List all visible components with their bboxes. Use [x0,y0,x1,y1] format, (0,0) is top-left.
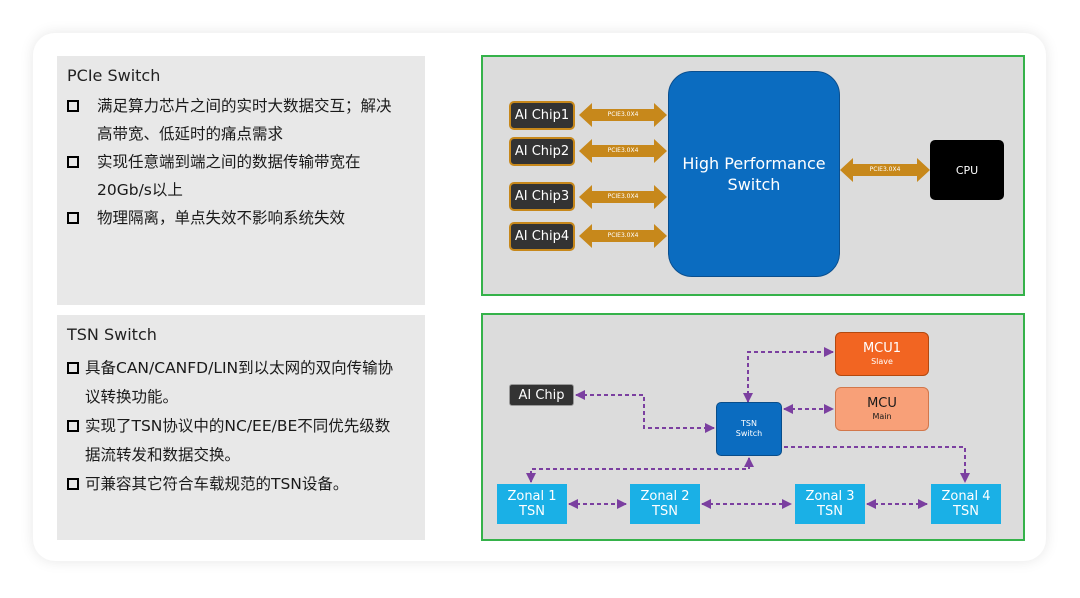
bullet-item: 实现任意端到端之间的数据传输带宽在 20Gb/s以上 [67,148,415,204]
zonal-4-tsn: Zonal 4 TSN [931,484,1001,524]
zonal-sublabel: TSN [817,504,843,519]
bullet-text: 可兼容其它符合车载规范的TSN设备。 [85,475,349,493]
bullet-text: 据流转发和数据交换。 [85,446,241,464]
ai-chip-3: AI Chip3 [509,182,575,211]
tsn-switch-panel: TSN Switch 具备CAN/CANFD/LIN到以太网的双向传输协议转换功… [57,315,425,540]
tsn-diagram: AI Chip TSN Switch MCU1 Slave MCU Main Z… [481,313,1025,541]
zonal-3-tsn: Zonal 3 TSN [795,484,865,524]
cpu-block: CPU [930,140,1004,200]
ai-chip-4: AI Chip4 [509,222,575,251]
checkbox-icon [67,478,79,490]
pcie-switch-title: PCIe Switch [67,66,161,85]
bullet-text: 议转换功能。 [85,388,179,406]
bullet-text: 实现任意端到端之间的数据传输带宽在 [97,153,361,171]
pcie-link-label: PCIE3.0X4 [607,111,639,118]
tsn-switch-block: TSN Switch [716,402,782,456]
mcu-name: MCU [867,396,897,411]
switch-label-line1: High Performance [682,154,826,173]
mcu1-slave: MCU1 Slave [835,332,929,376]
bullet-text: 高带宽、低延时的痛点需求 [97,125,284,143]
bullet-item: 具备CAN/CANFD/LIN到以太网的双向传输协议转换功能。 [67,354,415,412]
mcu-role: Main [872,412,892,421]
pcie-link-label: PCIE3.0X4 [607,193,639,200]
link-tsn-zonal1 [526,457,754,483]
zonal-1-tsn: Zonal 1 TSN [497,484,567,524]
zonal-sublabel: TSN [652,504,678,519]
switch-label-line2: Switch [727,175,781,194]
zonal-sublabel: TSN [953,504,979,519]
ai-chip-1: AI Chip1 [509,101,575,130]
bullet-text: 物理隔离，单点失效不影响系统失效 [97,209,346,227]
pcie-switch-panel: PCIe Switch 满足算力芯片之间的实时大数据交互；解决高带宽、低延时的痛… [57,56,425,305]
zonal-label: Zonal 4 [941,489,991,504]
tsn-switch-title: TSN Switch [67,325,157,344]
mcu-main: MCU Main [835,387,929,431]
pcie-link-arrow: PCIE3.0X4 [840,157,930,183]
pcie-link-arrow: PCIE3.0X4 [579,184,667,210]
tsn-label-line2: Switch [735,429,763,438]
zonal-2-tsn: Zonal 2 TSN [630,484,700,524]
ai-chip-2: AI Chip2 [509,137,575,166]
pcie-link-label: PCIE3.0X4 [607,232,639,239]
link-tsn-zonal4 [784,446,970,483]
pcie-link-arrow: PCIE3.0X4 [579,102,667,128]
tsn-connection-lines [526,347,970,509]
link-tsn-mcu1 [743,347,834,403]
pcie-link-arrow: PCIE3.0X4 [579,138,667,164]
bullet-item: 实现了TSN协议中的NC/EE/BE不同优先级数据流转发和数据交换。 [67,412,415,470]
bullet-text: 满足算力芯片之间的实时大数据交互；解决 [97,97,392,115]
pcie-link-arrow: PCIE3.0X4 [579,223,667,249]
pcie-link-label: PCIE3.0X4 [607,147,639,154]
tsn-label-line1: TSN [741,419,757,428]
checkbox-icon [67,362,79,374]
link-aichip-tsn [575,390,715,433]
bullet-text: 20Gb/s以上 [97,181,183,199]
ai-chip: AI Chip [509,384,574,406]
zonal-label: Zonal 2 [640,489,690,504]
checkbox-icon [67,212,79,224]
zonal-label: Zonal 1 [507,489,557,504]
checkbox-icon [67,100,79,112]
checkbox-icon [67,420,79,432]
mcu1-name: MCU1 [862,341,902,356]
pcie-diagram: AI Chip1 AI Chip2 AI Chip3 AI Chip4 PCIE… [481,55,1025,296]
bullet-item: 满足算力芯片之间的实时大数据交互；解决高带宽、低延时的痛点需求 [67,92,415,148]
zonal-sublabel: TSN [519,504,545,519]
pcie-link-label: PCIE3.0X4 [869,166,901,173]
bullet-item: 可兼容其它符合车载规范的TSN设备。 [67,470,415,499]
zonal-label: Zonal 3 [805,489,855,504]
mcu1-role: Slave [871,357,893,366]
bullet-text: 具备CAN/CANFD/LIN到以太网的双向传输协 [85,359,394,377]
bullet-item: 物理隔离，单点失效不影响系统失效 [67,204,415,232]
checkbox-icon [67,156,79,168]
bullet-text: 实现了TSN协议中的NC/EE/BE不同优先级数 [85,417,391,435]
